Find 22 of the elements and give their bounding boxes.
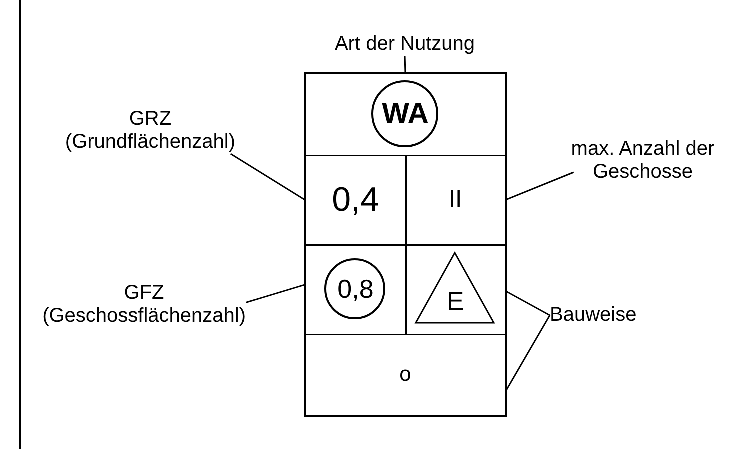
table-cell — [305, 154, 406, 246]
cell-value: 0,8 — [338, 274, 374, 305]
leader-line — [230, 153, 306, 201]
callout-label: Art der Nutzung — [300, 33, 510, 56]
table-cell — [405, 244, 506, 335]
zoning-table — [305, 73, 506, 416]
callout-label: GFZ (Geschossflächenzahl) — [42, 282, 246, 328]
cell-value: 0,4 — [332, 180, 380, 220]
callout-label: Bauweise — [550, 304, 637, 327]
table-cell — [305, 244, 406, 335]
cell-value: WA — [382, 98, 429, 131]
cell-value: E — [446, 286, 464, 317]
cell-value: o — [400, 362, 412, 387]
leader-line — [246, 284, 306, 304]
table-cell — [405, 154, 506, 246]
cell-value: II — [448, 186, 462, 214]
leader-line — [506, 290, 550, 316]
callout-label: max. Anzahl der Geschosse — [552, 138, 734, 184]
callout-label: GRZ (Grundflächenzahl) — [64, 108, 236, 154]
leader-line — [505, 315, 551, 392]
leader-line — [506, 172, 574, 201]
leader-line — [404, 56, 406, 74]
